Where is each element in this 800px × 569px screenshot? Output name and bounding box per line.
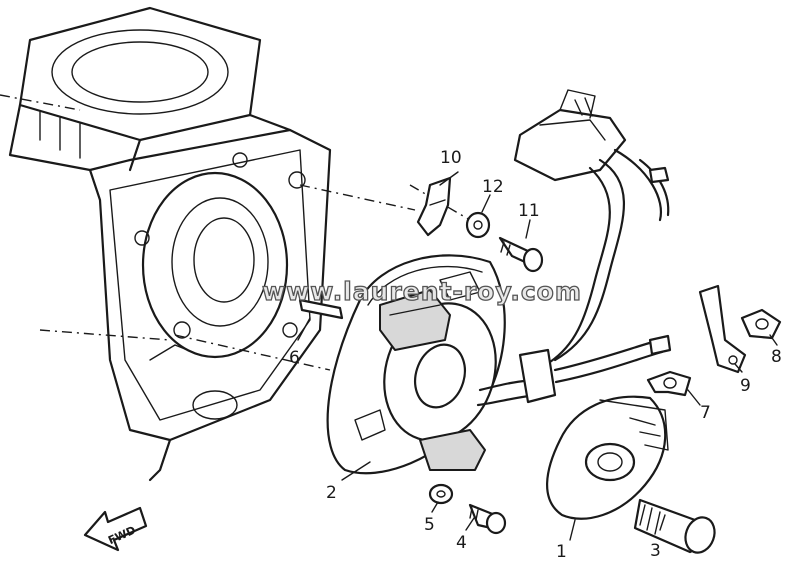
washer-12 — [465, 211, 491, 239]
callout-8: 8 — [771, 347, 782, 367]
callout-7: 7 — [700, 403, 711, 423]
wiring-harness — [513, 89, 672, 404]
stator-base-plate — [326, 254, 542, 475]
callout-12: 12 — [482, 177, 504, 197]
alignment-lines — [0, 94, 471, 371]
callout-5: 5 — [424, 515, 435, 535]
bolt-3 — [633, 498, 716, 554]
screw-11 — [498, 236, 544, 273]
pickup-coil-plate — [546, 395, 669, 520]
callout-1: 1 — [556, 542, 567, 562]
watermark-text: www.laurent-roy.com — [262, 277, 582, 306]
callout-3: 3 — [650, 541, 661, 561]
callout-4: 4 — [456, 533, 467, 553]
clamp-7 — [646, 370, 692, 397]
callout-9: 9 — [740, 376, 751, 396]
screw-4 — [468, 503, 507, 535]
pin-6 — [298, 298, 344, 320]
leader-lines — [297, 171, 778, 541]
bracket-10 — [416, 176, 452, 237]
callout-10: 10 — [440, 148, 462, 168]
bracket-9 — [698, 284, 747, 374]
callout-6: 6 — [289, 348, 300, 368]
callout-labels: 1 2 3 4 5 6 7 8 9 10 11 12 — [289, 148, 782, 562]
callout-11: 11 — [518, 201, 540, 221]
washer-5 — [428, 483, 454, 505]
clamp-8 — [740, 308, 782, 340]
engine-crankcase — [8, 6, 332, 482]
fwd-arrow: FWD — [83, 506, 148, 552]
callout-2: 2 — [326, 483, 337, 503]
